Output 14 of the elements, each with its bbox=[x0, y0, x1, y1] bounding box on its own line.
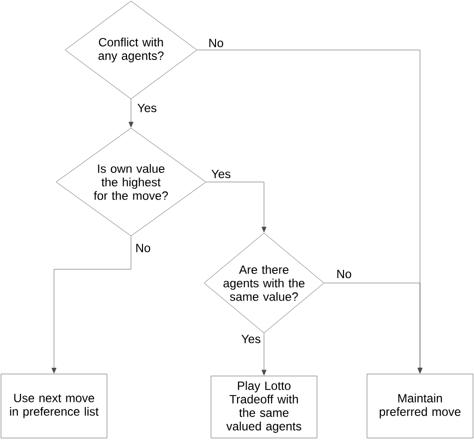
edge-label: Yes bbox=[137, 104, 156, 112]
edge-label: Yes bbox=[241, 334, 260, 344]
process-box: Play Lotto Tradeoff with the same valued agents bbox=[210, 376, 318, 438]
edge-label: Yes bbox=[211, 170, 230, 178]
arrow bbox=[262, 333, 266, 376]
edge-label: No bbox=[136, 244, 150, 252]
arrow bbox=[206, 182, 266, 232]
arrow bbox=[324, 282, 422, 374]
process-box: Maintain preferred move bbox=[366, 374, 474, 438]
process-box: Use next move in preference list bbox=[0, 374, 108, 438]
arrow bbox=[52, 236, 132, 374]
edge-label: No bbox=[337, 270, 352, 278]
edge-label: No bbox=[209, 38, 224, 48]
arrow bbox=[128, 99, 134, 128]
